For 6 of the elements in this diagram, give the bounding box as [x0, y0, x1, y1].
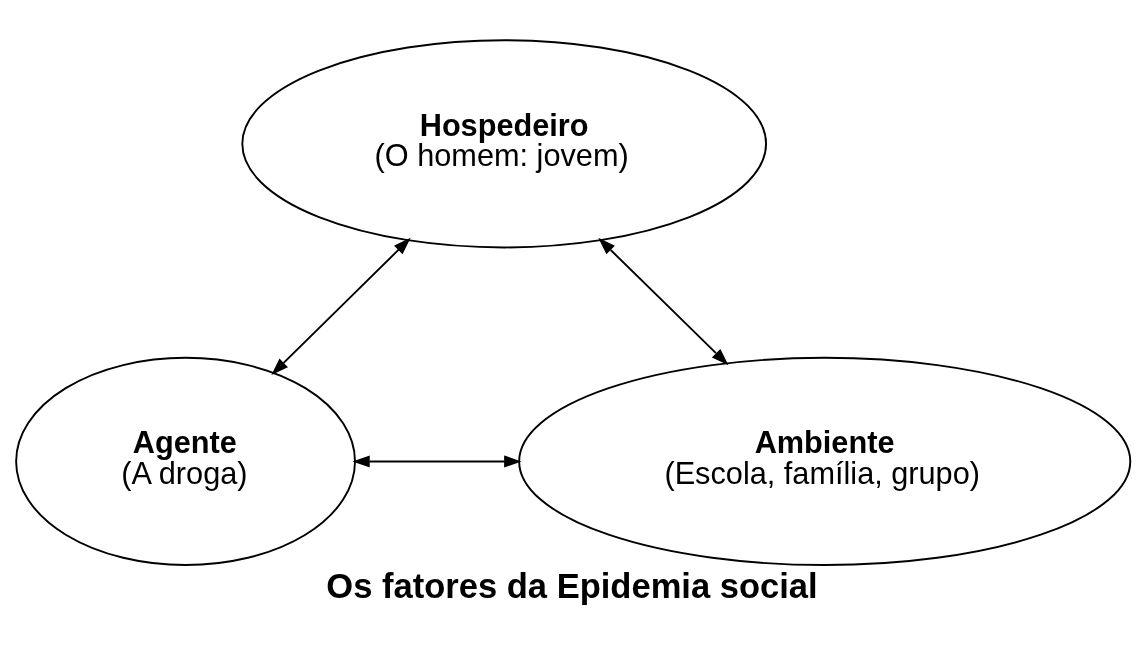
- node-ellipse: Ambiente (Escola, família, grupo): [518, 356, 1132, 566]
- arrow: [271, 237, 411, 375]
- node-ellipse: Hospedeiro (O homem: jovem): [241, 39, 767, 249]
- arrow: [598, 237, 729, 366]
- arrow: [352, 455, 522, 468]
- caption: Os fatores da Epidemia social: [326, 566, 818, 605]
